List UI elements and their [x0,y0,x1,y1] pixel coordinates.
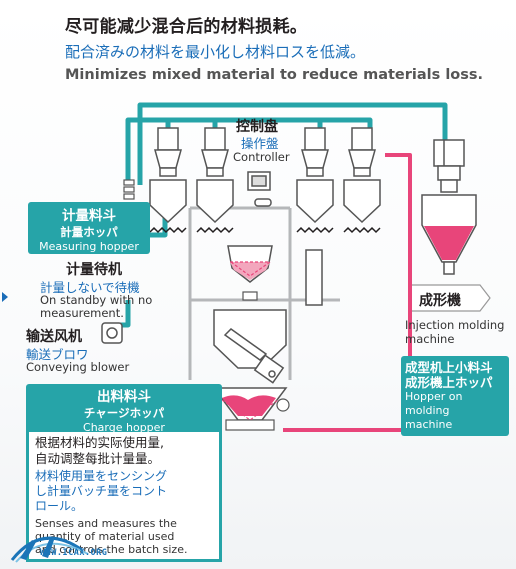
charge-hopper-label-cn: 出料料斗 [97,389,151,405]
charge-desc-cn-2: 自动调整每批计量量。 [35,451,161,466]
machine-hopper-callout: 成型机上小料斗 成形機上ホッパ Hopper on molding machin… [401,356,509,436]
controller-label-cn: 控制盘 [236,119,278,135]
charge-desc-jp-1: 材料使用量をセンシング [35,469,168,483]
standby-label-cn: 计量待机 [66,262,122,278]
measuring-hopper-unit [227,245,273,301]
page-subtitle-jp: 配合済みの材料を最小化し材料ロスを低減。 [65,43,366,61]
spring-coil [123,179,135,200]
charge-desc-en-3: and controls the batch size. [35,543,188,556]
charge-desc-en-1: Senses and measures the [35,517,177,530]
molding-machine-shape [412,284,491,312]
charge-desc-cn-1: 根据材料的实际使用量, [35,435,164,450]
top-hopper-3 [296,127,334,224]
watermark-text: WWW.ICAX.ORG [40,548,108,558]
blower-unit [101,322,123,344]
blower-label-cn: 输送风机 [26,329,82,345]
measuring-hopper-label-cn: 计量料斗 [62,208,116,224]
molding-machine-label-en-1: Injection molding [405,318,505,332]
charge-desc-jp-3: ロール。 [35,499,84,513]
controller-unit [247,171,272,207]
machine-hopper-label-jp: 成形機上ホッパ [405,375,493,390]
blower-label-en: Conveying blower [26,360,130,374]
top-hopper-1 [149,127,187,224]
top-hopper-4 [343,127,381,224]
left-arrow-marker [2,292,8,302]
machine-hopper-label-cn: 成型机上小料斗 [405,360,493,375]
top-hoppers [149,127,381,224]
measuring-hopper-label-en: Measuring hopper [39,240,139,253]
standby-label-en-2: measurement. [40,306,124,320]
measuring-hopper-callout: 计量料斗 計量ホッパ Measuring hopper [28,202,150,254]
charge-hopper-label-en: Charge hopper [83,421,165,434]
charge-hopper-unit [212,387,290,431]
blower-label-jp: 輸送ブロワ [26,347,89,362]
standby-label-jp: 計量しないで待機 [40,280,140,295]
charge-desc-jp-2: し計量バッチ量をコント [35,484,168,498]
material-line [283,153,412,432]
watermark-logo [10,536,89,563]
page-title: 尽可能减少混合后的材料损耗。 [65,17,308,37]
side-panel [305,249,323,306]
charge-hopper-callout: 出料料斗 チャージホッパ Charge hopper [26,384,222,434]
controller-label-en: Controller [233,150,290,164]
controller-label-jp: 操作盤 [241,136,279,151]
molding-machine-label-en-2: machine [405,332,455,346]
charge-desc-en-2: quantity of material used [35,530,175,543]
measuring-hopper-label-jp: 計量ホッパ [60,225,118,239]
machine-hopper-unit [421,139,477,275]
machine-hopper-label-en-1: Hopper on molding [405,390,463,417]
standby-label-en-1: On standby with no [40,293,153,307]
valves [149,226,381,234]
top-hopper-2 [196,127,234,224]
charge-hopper-label-jp: チャージホッパ [83,406,165,420]
machine-hopper-label-en-2: machine [405,418,453,431]
page-subtitle-en: Minimizes mixed material to reduce mater… [65,67,484,83]
charge-dashed-line [221,399,279,421]
molding-machine-label-cn: 成形機 [419,293,461,309]
mixer-unit [213,309,287,384]
